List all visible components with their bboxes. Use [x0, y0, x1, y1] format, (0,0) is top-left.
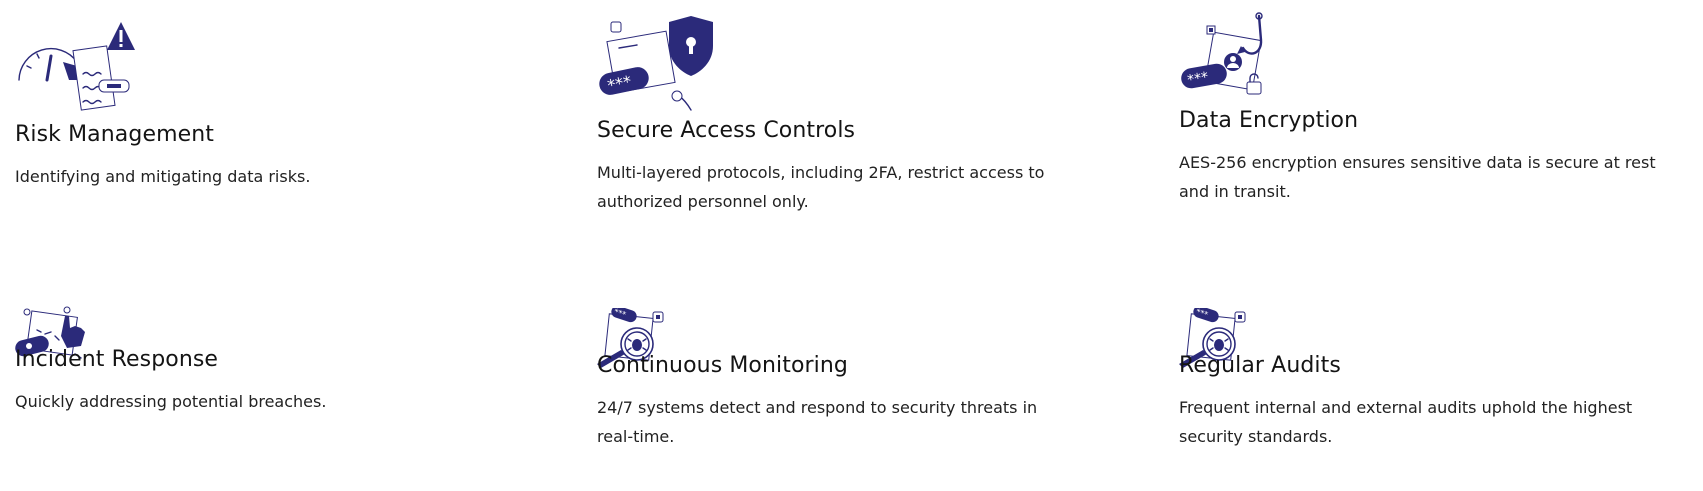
feature-title: Continuous Monitoring: [597, 353, 848, 378]
svg-text:***: ***: [613, 308, 627, 319]
encryption-phishing-hook-icon: ***: [1181, 12, 1263, 95]
svg-text:***: ***: [1186, 69, 1209, 88]
feature-title: Regular Audits: [1179, 353, 1341, 378]
feature-description: Identifying and mitigating data risks.: [15, 167, 311, 186]
feature-description: Frequent internal and external audits up…: [1179, 398, 1633, 446]
risk-gauge-warning-icon: [18, 22, 135, 111]
monitoring-bug-magnifier-icon: ***: [597, 308, 664, 368]
audit-bug-magnifier-icon: ***: [1179, 308, 1246, 368]
shield-lock-password-icon: ***: [599, 16, 713, 111]
feature-description: Multi-layered protocols, including 2FA, …: [597, 163, 1045, 211]
feature-description: 24/7 systems detect and respond to secur…: [597, 398, 1038, 446]
incident-click-icon: [15, 306, 85, 359]
svg-text:***: ***: [606, 72, 633, 96]
feature-title: Risk Management: [15, 122, 215, 147]
feature-title: Incident Response: [15, 347, 219, 372]
feature-title: Secure Access Controls: [597, 118, 856, 143]
svg-text:***: ***: [1195, 308, 1209, 319]
feature-description: AES-256 encryption ensures sensitive dat…: [1179, 153, 1656, 201]
feature-title: Data Encryption: [1179, 108, 1359, 133]
feature-description: Quickly addressing potential breaches.: [15, 392, 327, 411]
